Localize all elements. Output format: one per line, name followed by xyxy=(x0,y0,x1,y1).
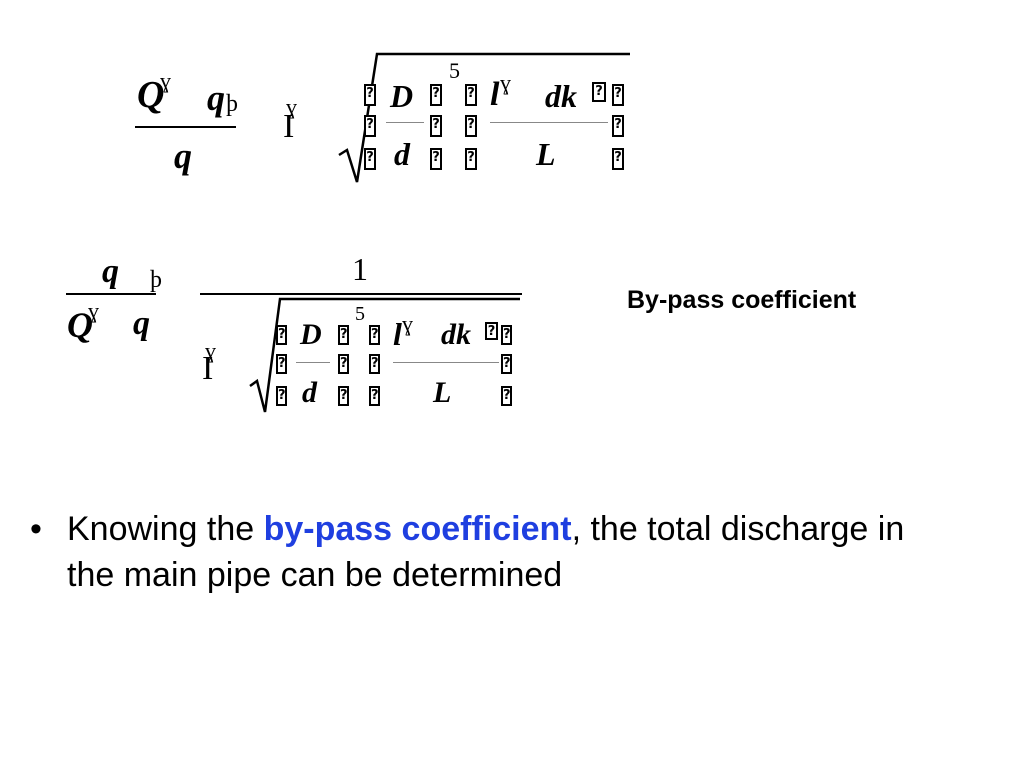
eq2-bracket-glyph xyxy=(338,386,349,406)
eq1-Q-mark: ɣ xyxy=(160,68,171,93)
bypass-coefficient-label: By-pass coefficient xyxy=(627,286,857,314)
eq2-bracket-glyph xyxy=(501,325,512,345)
eq2-bracket-glyph xyxy=(276,386,287,406)
eq1-one: I xyxy=(283,108,295,145)
eq2-bracket-glyph xyxy=(501,386,512,406)
eq1-bracket-glyph xyxy=(430,148,442,170)
eq2-one: I xyxy=(202,350,214,387)
eq2-q-top-mark: þ xyxy=(150,267,162,293)
eq2-q-top: q xyxy=(102,253,119,290)
eq1-D: D xyxy=(390,78,414,114)
eq2-dk: dk xyxy=(441,318,471,351)
eq1-inner-fraction-bar xyxy=(386,122,424,123)
eq2-lambda-mark: ɣ xyxy=(402,311,413,336)
eq2-bracket-glyph xyxy=(338,325,349,345)
eq2-d: d xyxy=(302,376,317,409)
eq2-bracket-glyph xyxy=(338,354,349,374)
eq1-bracket-glyph xyxy=(430,84,442,106)
eq1-radical-sign xyxy=(338,52,630,183)
eq1-bracket-glyph xyxy=(592,82,606,102)
eq1-L: L xyxy=(536,136,556,172)
eq2-Q-mark: ɣ xyxy=(88,298,99,323)
eq1-bracket-glyph xyxy=(465,84,477,106)
eq2-bracket-glyph xyxy=(276,325,287,345)
eq1-exponent: 5 xyxy=(449,58,460,83)
eq1-bracket-glyph xyxy=(430,115,442,137)
eq2-inner-fraction-bar xyxy=(296,362,330,363)
bullet-text: Knowing the by-pass coefficient, the tot… xyxy=(67,506,907,598)
bullet-highlight: by-pass coefficient xyxy=(263,510,572,548)
eq2-bracket-glyph xyxy=(369,386,380,406)
eq1-dk: dk xyxy=(545,78,577,114)
eq2-gamma: ɣ xyxy=(205,338,216,363)
eq1-q-bottom: q xyxy=(174,136,192,176)
eq1-q-top-mark: þ xyxy=(226,91,238,117)
eq1-Q: Q xyxy=(137,74,165,116)
eq1-lambda: l xyxy=(490,76,500,113)
eq2-Q: Q xyxy=(67,305,93,345)
bullet-text-before: Knowing the xyxy=(67,510,264,548)
eq1-bracket-glyph xyxy=(465,115,477,137)
eq2-left-fraction-bar xyxy=(66,293,156,295)
eq2-friction-fraction-bar xyxy=(393,362,499,363)
eq2-lambda: l xyxy=(393,316,402,352)
eq1-left-fraction-bar xyxy=(135,126,236,128)
eq2-bracket-glyph xyxy=(276,354,287,374)
eq2-bracket-glyph xyxy=(501,354,512,374)
eq2-q-bottom: q xyxy=(133,305,150,342)
eq1-lambda-mark: ɣ xyxy=(500,70,511,95)
eq1-bracket-glyph xyxy=(364,84,376,106)
eq2-D: D xyxy=(300,318,322,351)
eq1-friction-fraction-bar xyxy=(490,122,608,123)
eq2-bracket-glyph xyxy=(369,325,380,345)
eq2-bracket-glyph xyxy=(485,322,498,340)
eq1-gamma: ɣ xyxy=(286,94,297,119)
eq2-bracket-glyph xyxy=(369,354,380,374)
bullet-text-after: , the total discharge in the main pipe c… xyxy=(67,510,905,594)
eq1-bracket-glyph xyxy=(364,115,376,137)
bullet-dot-icon: • xyxy=(30,510,42,548)
eq2-main-fraction-bar xyxy=(200,293,522,295)
eq2-L: L xyxy=(433,376,452,409)
eq1-q-top: q xyxy=(207,78,225,118)
eq2-radical-sign xyxy=(249,297,520,413)
eq2-numerator: 1 xyxy=(352,251,368,287)
eq1-bracket-glyph xyxy=(364,148,376,170)
eq1-bracket-glyph xyxy=(612,115,624,137)
eq1-bracket-glyph xyxy=(612,148,624,170)
eq1-bracket-glyph xyxy=(465,148,477,170)
eq1-d: d xyxy=(394,136,410,172)
eq2-exponent: 5 xyxy=(355,303,365,325)
eq1-bracket-glyph xyxy=(612,84,624,106)
